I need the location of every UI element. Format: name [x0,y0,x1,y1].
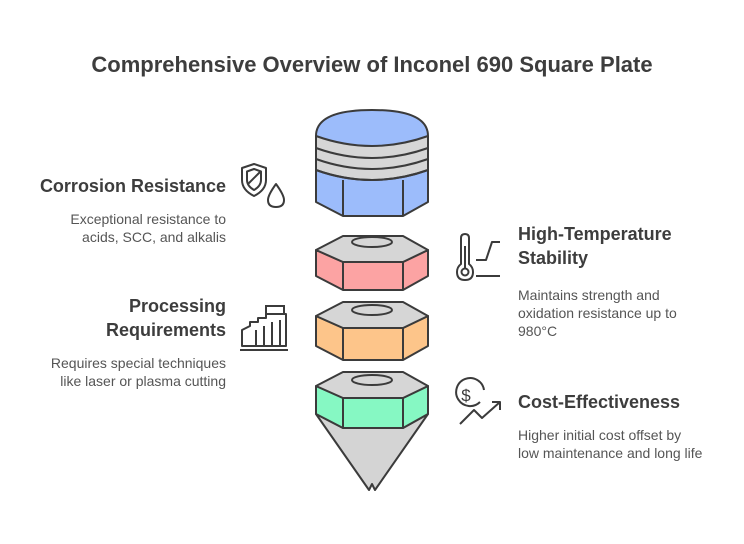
green-nut-piece [315,371,429,491]
green-nut-hole [351,374,393,386]
corrosion-description: Exceptional resistance to acids, SCC, an… [70,211,226,245]
thermometer-icon [456,233,500,281]
blue-cap-piece [315,109,429,217]
factory-icon [240,305,288,351]
red-nut-piece [315,235,429,291]
processing-description: Requires special techniques like laser o… [50,355,226,389]
page-title: Comprehensive Overview of Inconel 690 Sq… [91,52,653,77]
orange-nut-piece [315,301,429,361]
temperature-heading: High-Temperature Stability [518,224,672,268]
temperature-description: Maintains strength and oxidation resista… [518,287,677,339]
cost-heading: Cost-Effectiveness [518,392,681,412]
cost-description: Higher initial cost offset by low mainte… [518,427,703,461]
dollar-growth-icon: $ [455,377,501,425]
red-nut-hole [351,236,393,248]
red-nut-top [315,235,429,263]
orange-nut-hole [351,304,393,316]
blue-cap-dome [315,109,429,147]
shield-drop-icon [241,163,285,208]
svg-text:$: $ [461,386,471,405]
processing-heading: Processing Requirements [105,296,226,340]
corrosion-heading: Corrosion Resistance [39,176,226,196]
